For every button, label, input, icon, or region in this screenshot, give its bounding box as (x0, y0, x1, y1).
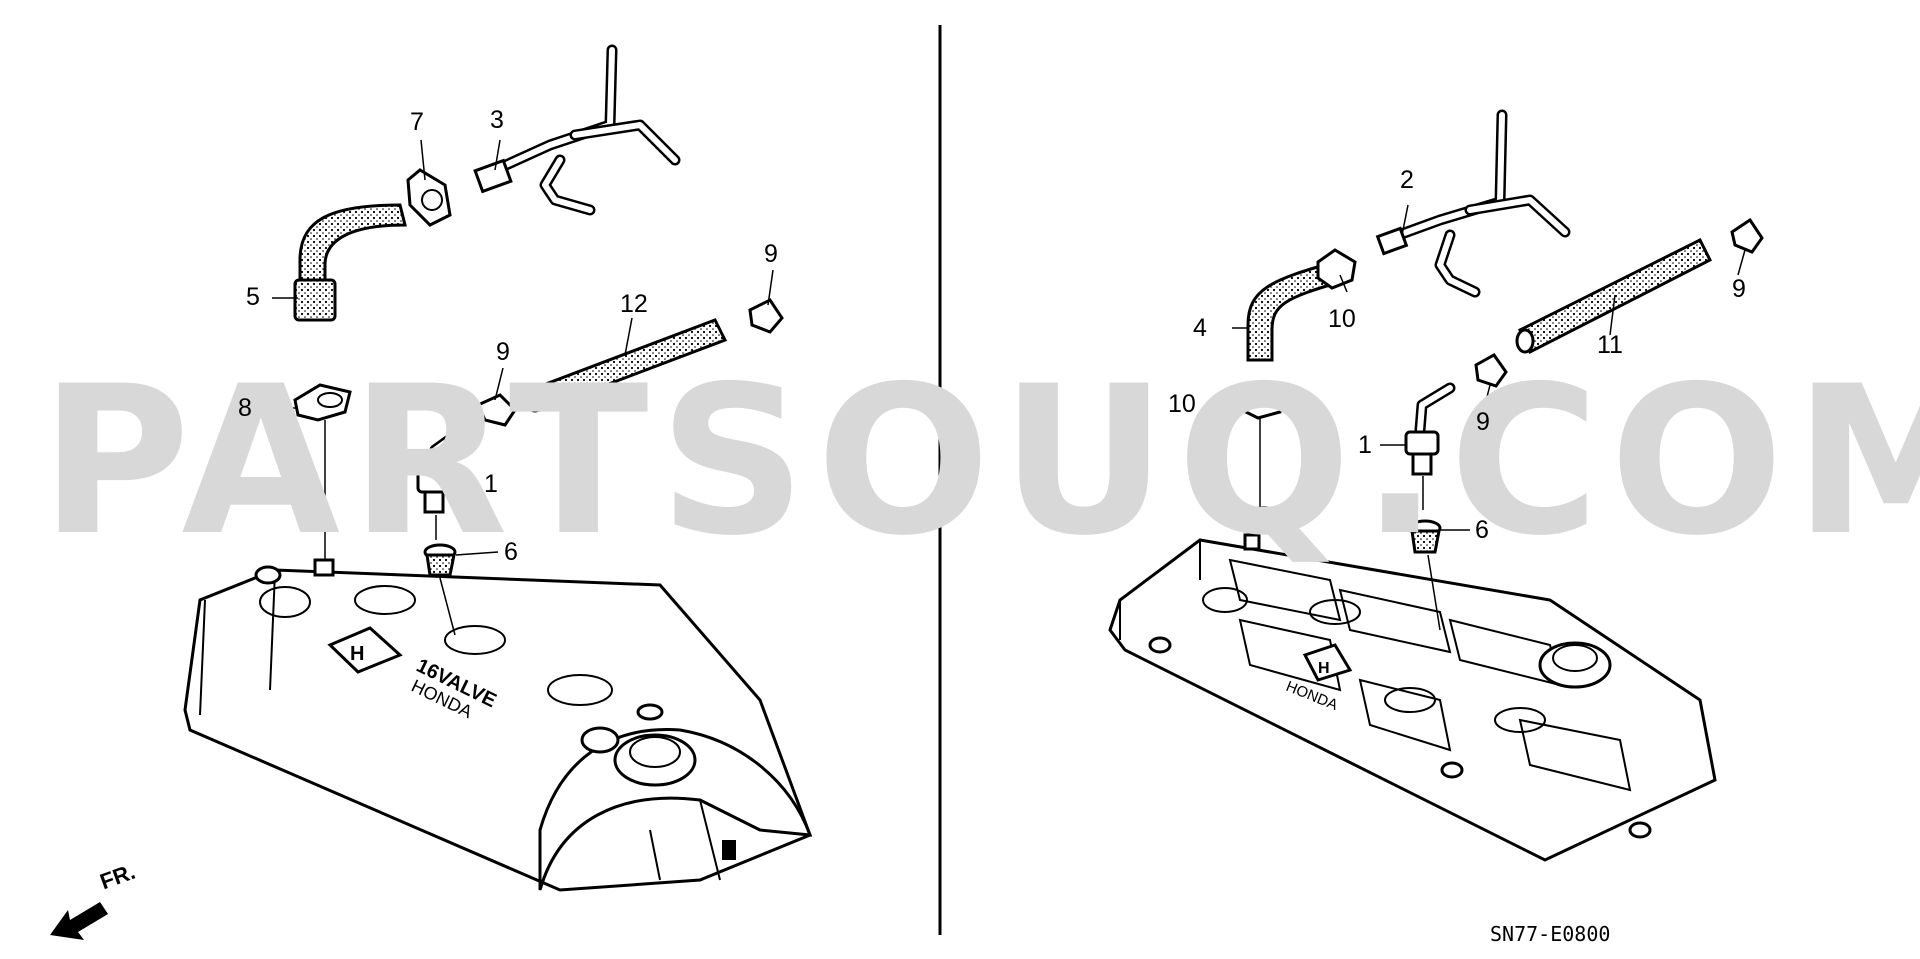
callout-right-1: 1 (1358, 431, 1372, 459)
left-hose-part-12 (525, 318, 728, 413)
svg-text:H: H (1318, 660, 1330, 677)
diagram-code: SN77-E0800 (1490, 922, 1611, 946)
callout-left-3: 3 (490, 106, 504, 134)
left-clamp-part-7 (406, 168, 452, 227)
callout-right-11: 11 (1597, 331, 1623, 359)
left-pcv-valve-part-1 (416, 426, 466, 540)
callout-left-5: 5 (246, 283, 260, 311)
left-grommet-part-6 (423, 543, 457, 636)
callout-right-10b: 10 (1168, 390, 1196, 418)
front-arrow-icon (50, 902, 108, 940)
right-grommet-part-6 (1408, 519, 1442, 631)
callout-right-9a: 9 (1732, 275, 1746, 303)
callout-left-9b: 9 (764, 240, 778, 268)
right-pipe-part-2 (1375, 109, 1571, 298)
callout-right-10a: 10 (1328, 305, 1356, 333)
callout-left-1: 1 (484, 470, 498, 498)
right-clamp-part-10a (1316, 248, 1357, 290)
left-clamp-part-9b (748, 298, 784, 334)
callout-left-12: 12 (620, 290, 648, 318)
callout-right-2: 2 (1400, 166, 1414, 194)
callout-right-4: 4 (1193, 314, 1207, 342)
right-pcv-valve-part-1 (1404, 382, 1456, 510)
right-clamp-part-9a (1730, 217, 1764, 254)
callout-left-8: 8 (238, 394, 252, 422)
callout-right-6: 6 (1475, 516, 1489, 544)
left-clamp-part-9a (476, 393, 517, 427)
right-clamp-part-10b (1238, 383, 1287, 526)
callout-left-6: 6 (504, 538, 518, 566)
callout-left-7: 7 (410, 108, 424, 136)
left-hose-part-5 (293, 203, 407, 322)
right-clamp-part-9b (1474, 353, 1508, 388)
right-valve-cover: H HONDA (1108, 533, 1717, 862)
left-pipe-part-3 (473, 44, 681, 216)
left-clamp-part-8 (293, 383, 352, 577)
callout-left-9a: 9 (496, 338, 510, 366)
callout-leaders (262, 139, 1746, 556)
svg-text:H: H (350, 643, 364, 665)
left-valve-cover: H 16VALVE HONDA (183, 565, 813, 892)
callout-right-9b: 9 (1476, 408, 1490, 436)
